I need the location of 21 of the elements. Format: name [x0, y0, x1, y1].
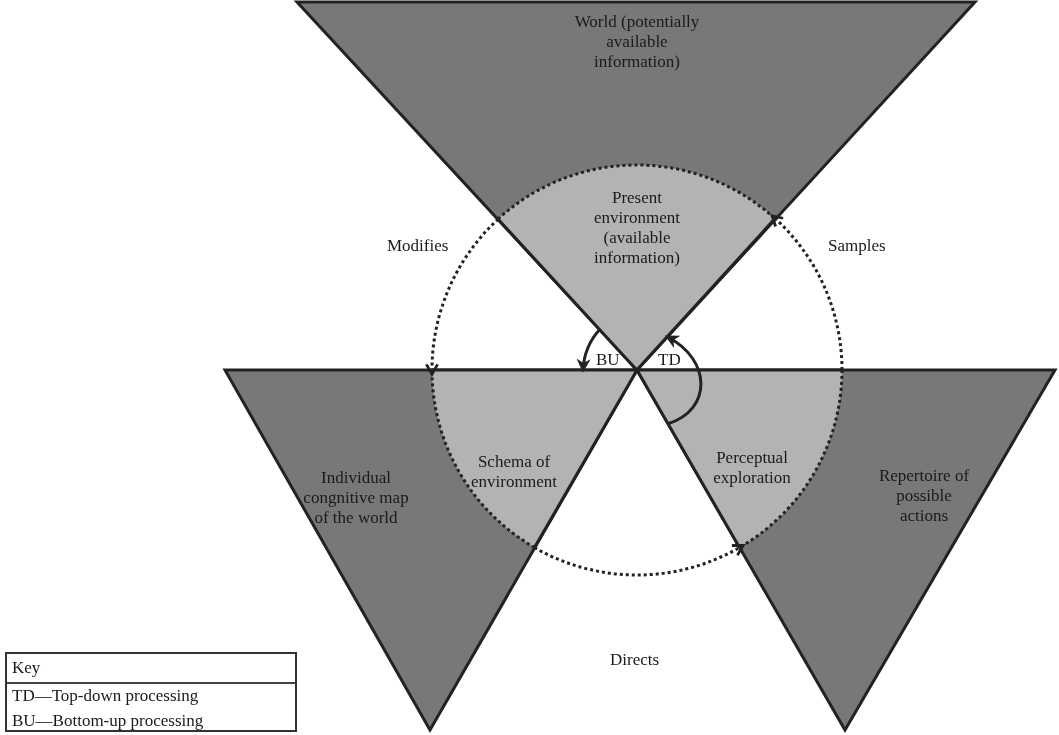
- node-label: Individual congnitive map of the world: [302, 468, 410, 528]
- node-label: Repertoire of possible actions: [877, 466, 971, 526]
- edge-label: BU: [595, 350, 621, 370]
- key-box: [5, 652, 297, 732]
- edge-label: TD: [657, 350, 682, 370]
- edge-label: Samples: [826, 236, 888, 256]
- dotted-arrow: [533, 543, 745, 577]
- node-label: Schema of environment: [470, 452, 558, 492]
- node-label: Perceptual exploration: [712, 448, 792, 488]
- sector: [637, 370, 842, 548]
- node-label: Present environment (available information): [593, 188, 681, 268]
- node-label: World (potentially available information): [573, 12, 701, 72]
- sector: [498, 165, 776, 370]
- key-heading: Key: [12, 658, 41, 678]
- key-entry: TD—Top-down processing: [12, 686, 199, 706]
- sector: [432, 370, 637, 548]
- curved-arrow: [576, 328, 601, 373]
- key-entry: BU—Bottom-up processing: [12, 711, 204, 731]
- curved-arrow: [664, 335, 703, 426]
- dotted-arrow: [770, 214, 844, 371]
- dotted-arrow: [425, 218, 500, 376]
